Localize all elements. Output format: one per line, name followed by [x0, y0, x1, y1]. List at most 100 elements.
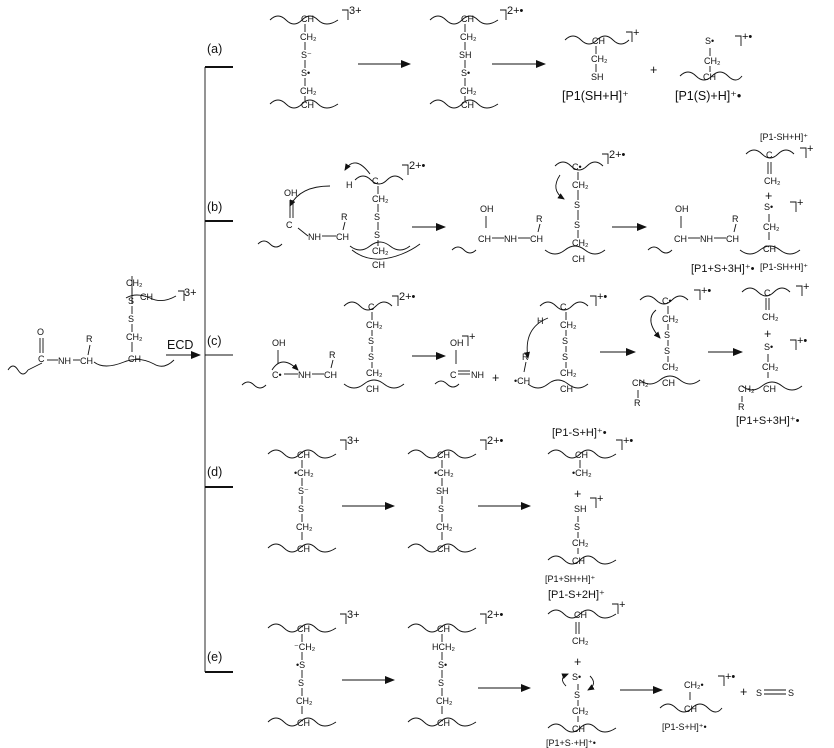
branch-c-product-1: [P1-SH+H]⁺ C CH₂ +	[741, 262, 809, 322]
svg-text:[P1-SH+H]⁺: [P1-SH+H]⁺	[760, 262, 808, 272]
svg-text:S: S	[562, 336, 568, 346]
svg-text:CH: CH	[726, 234, 739, 244]
svg-text:R: R	[536, 214, 543, 224]
center-precursor: C O NH CH R CH CH₂ S S CH₂ CH 3+	[7, 276, 197, 375]
svg-text:CH: CH	[763, 384, 776, 394]
svg-text:•CH: •CH	[514, 376, 530, 386]
svg-text:CH₂: CH₂	[300, 32, 317, 42]
svg-text:CH: CH	[461, 14, 474, 24]
svg-text:S: S	[664, 330, 670, 340]
svg-text:CH: CH	[366, 384, 379, 394]
branch-d-structure-2: CH •CH₂ SH S CH₂ CH 2+•	[407, 435, 504, 554]
svg-text:SH: SH	[591, 72, 604, 82]
svg-text:[P1+SH+H]⁺: [P1+SH+H]⁺	[545, 574, 596, 584]
svg-text:S: S	[574, 200, 580, 210]
svg-text:+: +	[619, 599, 625, 611]
svg-text:[P1-S+2H]⁺: [P1-S+2H]⁺	[548, 589, 605, 601]
svg-text:CH₂: CH₂	[762, 362, 779, 372]
ecd-label: ECD	[167, 338, 193, 352]
svg-text:S•: S•	[764, 342, 773, 352]
svg-text:S: S	[562, 352, 568, 362]
svg-text:CH₂: CH₂	[366, 368, 383, 378]
svg-text:+: +	[574, 655, 581, 669]
svg-text:CH₂: CH₂	[738, 384, 755, 394]
svg-text:C: C	[286, 220, 293, 230]
svg-text:CH: CH	[461, 100, 474, 110]
svg-text:+: +	[803, 281, 809, 293]
atom-s2: S	[128, 314, 134, 324]
branch-d: CH •CH₂ S⁻ S CH₂ CH 3+ CH •CH₂ SH S	[267, 427, 633, 584]
svg-text:S: S	[788, 688, 794, 698]
svg-text:R: R	[732, 214, 739, 224]
svg-text:R: R	[738, 402, 745, 412]
branch-a-structure-2: CH CH₂ SH S• CH₂ CH 2+•	[429, 5, 524, 110]
svg-text:CH₂: CH₂	[436, 522, 453, 532]
svg-text:S⁻: S⁻	[301, 50, 312, 60]
svg-text:S: S	[438, 678, 444, 688]
svg-text:R: R	[634, 398, 641, 408]
svg-text:CH₂: CH₂	[560, 320, 577, 330]
svg-text:HCH₂: HCH₂	[432, 642, 455, 652]
branch-label-c: (c)	[207, 334, 222, 348]
svg-text:[P1-S+H]⁺•: [P1-S+H]⁺•	[552, 427, 607, 439]
branch-c-fragment: OH C NH + +	[434, 331, 499, 388]
svg-text:NH: NH	[471, 370, 484, 380]
branch-c-structure-2: •CH R H C CH₂ S S CH₂ CH +•	[514, 291, 607, 394]
svg-text:CH: CH	[592, 36, 605, 46]
svg-text:+: +	[807, 143, 813, 155]
svg-text:S•: S•	[705, 36, 714, 46]
svg-text:+: +	[633, 27, 639, 39]
svg-text:CH: CH	[684, 704, 697, 714]
svg-text:H: H	[537, 316, 544, 326]
svg-text:C: C	[372, 176, 379, 186]
svg-text:S: S	[574, 522, 580, 532]
svg-text:CH: CH	[530, 234, 543, 244]
svg-text:CH: CH	[662, 378, 675, 388]
svg-text:OH: OH	[450, 338, 464, 348]
svg-text:S⁻: S⁻	[298, 486, 309, 496]
svg-text:CH: CH	[703, 72, 716, 82]
svg-text:CH₂: CH₂	[591, 54, 608, 64]
svg-text:CH₂: CH₂	[632, 378, 649, 388]
svg-text:CH₂: CH₂	[662, 362, 679, 372]
svg-text:2+•: 2+•	[487, 435, 504, 447]
svg-text:CH: CH	[437, 544, 450, 554]
branch-bracket: (a) (b) (c) (d) (e)	[204, 42, 233, 673]
svg-text:S•: S•	[461, 68, 470, 78]
svg-text:[P1+S·+H]⁺•: [P1+S·+H]⁺•	[546, 738, 596, 748]
svg-text:+: +	[492, 371, 499, 385]
svg-text:C: C	[764, 288, 771, 298]
svg-text:CH: CH	[301, 14, 314, 24]
svg-text:CH₂: CH₂	[704, 56, 721, 66]
svg-text:CH₂: CH₂	[762, 312, 779, 322]
atom-nh: NH	[58, 356, 71, 366]
svg-text:S: S	[298, 504, 304, 514]
svg-text:[P1(SH+H]⁺: [P1(SH+H]⁺	[562, 89, 629, 103]
svg-text:SH: SH	[574, 504, 587, 514]
svg-text:CH₂: CH₂	[572, 636, 589, 646]
atom-c: C	[38, 354, 45, 364]
svg-text:CH₂: CH₂	[300, 86, 317, 96]
branch-c: OH C• NH CH R C CH₂ S S CH₂ CH 2+•	[241, 262, 809, 427]
svg-text:S: S	[374, 230, 380, 240]
svg-text:+: +	[574, 487, 581, 501]
svg-text:NH: NH	[308, 232, 321, 242]
svg-text:C•: C•	[662, 296, 672, 306]
svg-text:CH₂: CH₂	[436, 696, 453, 706]
svg-text:SH: SH	[459, 50, 472, 60]
svg-text:•S: •S	[296, 660, 305, 670]
branch-a: CH CH₂ S⁻ S• CH₂ CH 3+ CH CH₂ SH S•	[269, 5, 752, 110]
svg-text:OH: OH	[284, 188, 298, 198]
svg-text:3+: 3+	[347, 435, 360, 447]
svg-text:+: +	[597, 493, 603, 505]
atom-r: R	[86, 334, 93, 344]
branch-e: CH ⁻CH₂ •S S CH₂ CH 3+ CH HCH₂ S• S	[267, 589, 794, 748]
svg-text:C: C	[560, 302, 567, 312]
svg-text:S: S	[438, 504, 444, 514]
branch-c-product-2: S• CH₂ CH CH₂ R +• [P1+S+3H]⁺•	[736, 335, 807, 427]
svg-text:[P1+S+3H]⁺•: [P1+S+3H]⁺•	[736, 415, 800, 427]
svg-text:[P1-SH+H]⁺: [P1-SH+H]⁺	[760, 132, 808, 142]
svg-text:C•: C•	[572, 162, 582, 172]
svg-text:CH₂: CH₂	[572, 706, 589, 716]
svg-text:S: S	[298, 678, 304, 688]
